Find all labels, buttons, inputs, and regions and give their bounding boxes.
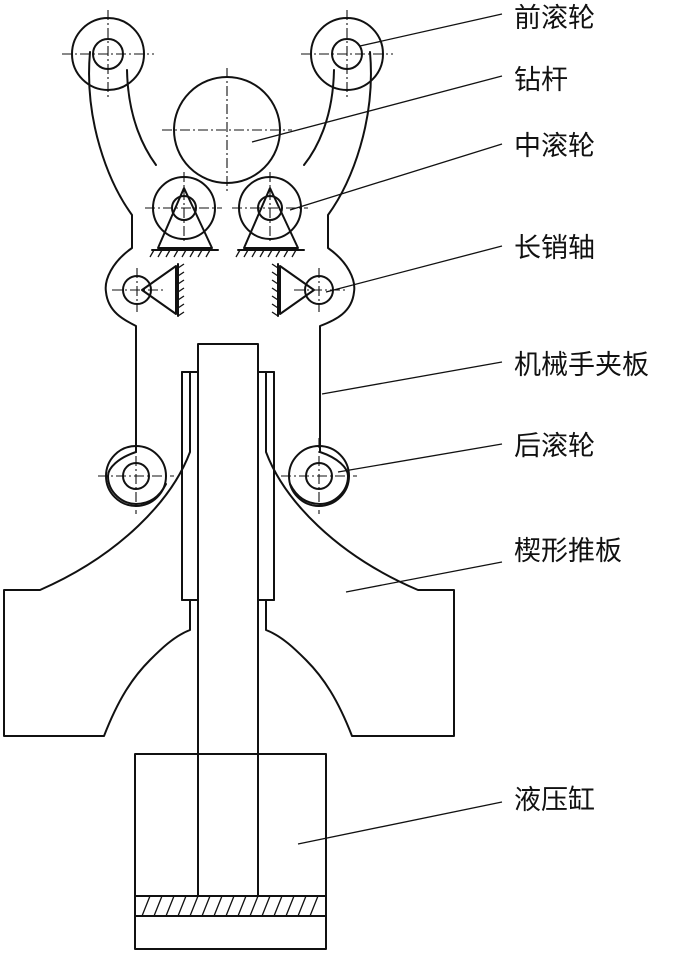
label-drill-rod: 钻杆 (514, 65, 568, 96)
leader-rear-roller (337, 443, 503, 473)
left-middle-roller (145, 172, 222, 258)
label-wedge-push-plate: 楔形推板 (514, 536, 622, 567)
left-clamp-plate (88, 51, 137, 453)
left-rear-roller (98, 438, 174, 514)
label-long-pin-shaft: 长销轴 (514, 233, 595, 264)
right-middle-roller (232, 172, 308, 258)
label-front-roller: 前滚轮 (514, 3, 595, 34)
left-plate-lower (107, 451, 167, 505)
label-clamp-plate: 机械手夹板 (514, 350, 649, 381)
leader-wedge-push-plate (345, 561, 503, 593)
left-clamp-plate-inner (126, 69, 157, 166)
right-front-roller (301, 10, 393, 98)
leader-middle-roller (289, 143, 503, 211)
leader-drill-rod (251, 75, 503, 143)
right-clamp-plate-inner (303, 69, 335, 166)
hydraulic-cylinder (134, 753, 327, 950)
leader-front-roller (359, 13, 503, 47)
label-hydraulic-cylinder: 液压缸 (514, 785, 595, 816)
label-middle-roller: 中滚轮 (514, 131, 595, 162)
right-plate-lower (289, 451, 349, 505)
wedge-push-plate (3, 371, 455, 737)
drill-rod (162, 68, 292, 192)
leader-hydraulic-cylinder (297, 801, 503, 845)
right-clamp-plate (319, 51, 372, 453)
leader-clamp-plate (321, 361, 503, 395)
leader-long-pin-shaft (325, 245, 503, 293)
left-front-roller (62, 10, 154, 98)
label-rear-roller: 后滚轮 (514, 431, 595, 462)
right-long-pin-shaft (271, 263, 346, 317)
right-rear-roller (281, 438, 357, 514)
left-long-pin-shaft (112, 263, 185, 317)
piston-rod (197, 343, 259, 897)
